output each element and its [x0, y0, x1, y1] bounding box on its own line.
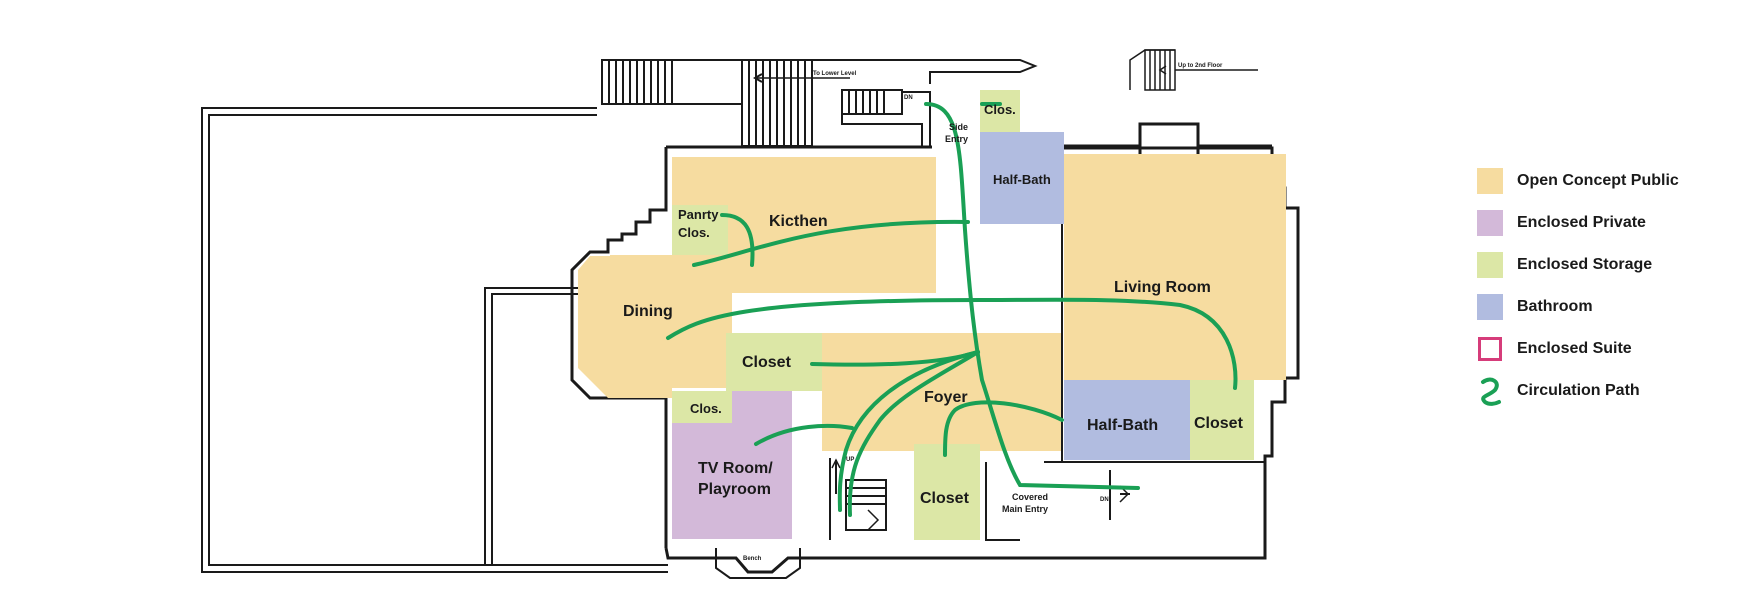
legend-swatch-bathroom — [1477, 294, 1503, 320]
legend: Open Concept Public Enclosed Private Enc… — [1477, 160, 1747, 412]
label-dn-top: DN — [904, 95, 913, 101]
circulation-path-icon — [1481, 377, 1501, 406]
zone-clos-small-top — [672, 391, 732, 423]
legend-row-circulation: Circulation Path — [1477, 370, 1747, 412]
legend-row-bathroom: Bathroom — [1477, 286, 1747, 328]
label-up: UP — [846, 457, 854, 463]
label-foyer: Foyer — [924, 389, 968, 406]
label-side-entry-2: Entry — [945, 134, 968, 144]
zone-closet-right — [1190, 380, 1254, 460]
legend-swatch-public — [1477, 168, 1503, 194]
legend-label-private: Enclosed Private — [1517, 214, 1646, 231]
bench-bay — [715, 548, 801, 579]
interior-walls — [829, 224, 1265, 541]
label-up-to-2nd: Up to 2nd Floor — [1178, 63, 1223, 69]
deck-outline — [201, 107, 668, 573]
label-pantry-2: Clos. — [678, 225, 710, 240]
legend-swatch-storage — [1477, 252, 1503, 278]
label-to-lower-level: To Lower Level — [813, 71, 857, 77]
legend-row-private: Enclosed Private — [1477, 202, 1747, 244]
label-kitchen: Kicthen — [769, 213, 828, 230]
legend-label-bathroom: Bathroom — [1517, 298, 1593, 315]
legend-swatch-suite — [1478, 337, 1502, 361]
label-half-bath-right: Half-Bath — [1087, 417, 1158, 434]
label-living-room: Living Room — [1114, 279, 1211, 296]
label-covered-1: Covered — [1012, 492, 1048, 502]
circulation-paths — [666, 102, 1238, 517]
stair-icon-2nd-floor — [1129, 49, 1258, 91]
zone-half-bath-right — [1064, 380, 1190, 460]
zone-half-bath-top — [980, 132, 1064, 224]
label-clos-small: Clos. — [690, 401, 722, 416]
zone-pantry — [672, 205, 728, 255]
legend-row-suite: Enclosed Suite — [1477, 328, 1747, 370]
legend-label-public: Open Concept Public — [1517, 172, 1679, 189]
zone-closet-center — [726, 333, 822, 391]
label-bench: Bench — [743, 556, 762, 562]
label-clos-top: Clos. — [984, 102, 1016, 117]
zone-clos-top — [980, 90, 1020, 132]
exterior-stairs — [601, 59, 1038, 147]
legend-row-storage: Enclosed Storage — [1477, 244, 1747, 286]
label-dining: Dining — [623, 303, 673, 320]
label-dn-right: DN — [1100, 497, 1109, 503]
label-side-entry-1: Side — [949, 122, 968, 132]
label-closet-center: Closet — [742, 354, 792, 371]
label-covered-2: Main Entry — [1002, 504, 1048, 514]
zones — [578, 90, 1286, 540]
legend-label-suite: Enclosed Suite — [1517, 340, 1632, 357]
label-tv-1: TV Room/ — [698, 460, 773, 477]
label-half-bath-top: Half-Bath — [993, 172, 1051, 187]
label-pantry-1: Panrty — [678, 207, 719, 222]
label-closet-bottom: Closet — [920, 490, 970, 507]
legend-row-public: Open Concept Public — [1477, 160, 1747, 202]
zone-kitchen-left — [672, 157, 728, 205]
zone-closet-bottom — [914, 444, 980, 540]
zone-foyer — [822, 333, 1062, 451]
label-tv-2: Playroom — [698, 481, 771, 498]
zone-dining — [578, 255, 732, 398]
label-closet-right: Closet — [1194, 415, 1244, 432]
zone-living-room — [1064, 154, 1286, 380]
legend-label-circulation: Circulation Path — [1517, 382, 1640, 399]
legend-swatch-private — [1477, 210, 1503, 236]
legend-label-storage: Enclosed Storage — [1517, 256, 1653, 273]
